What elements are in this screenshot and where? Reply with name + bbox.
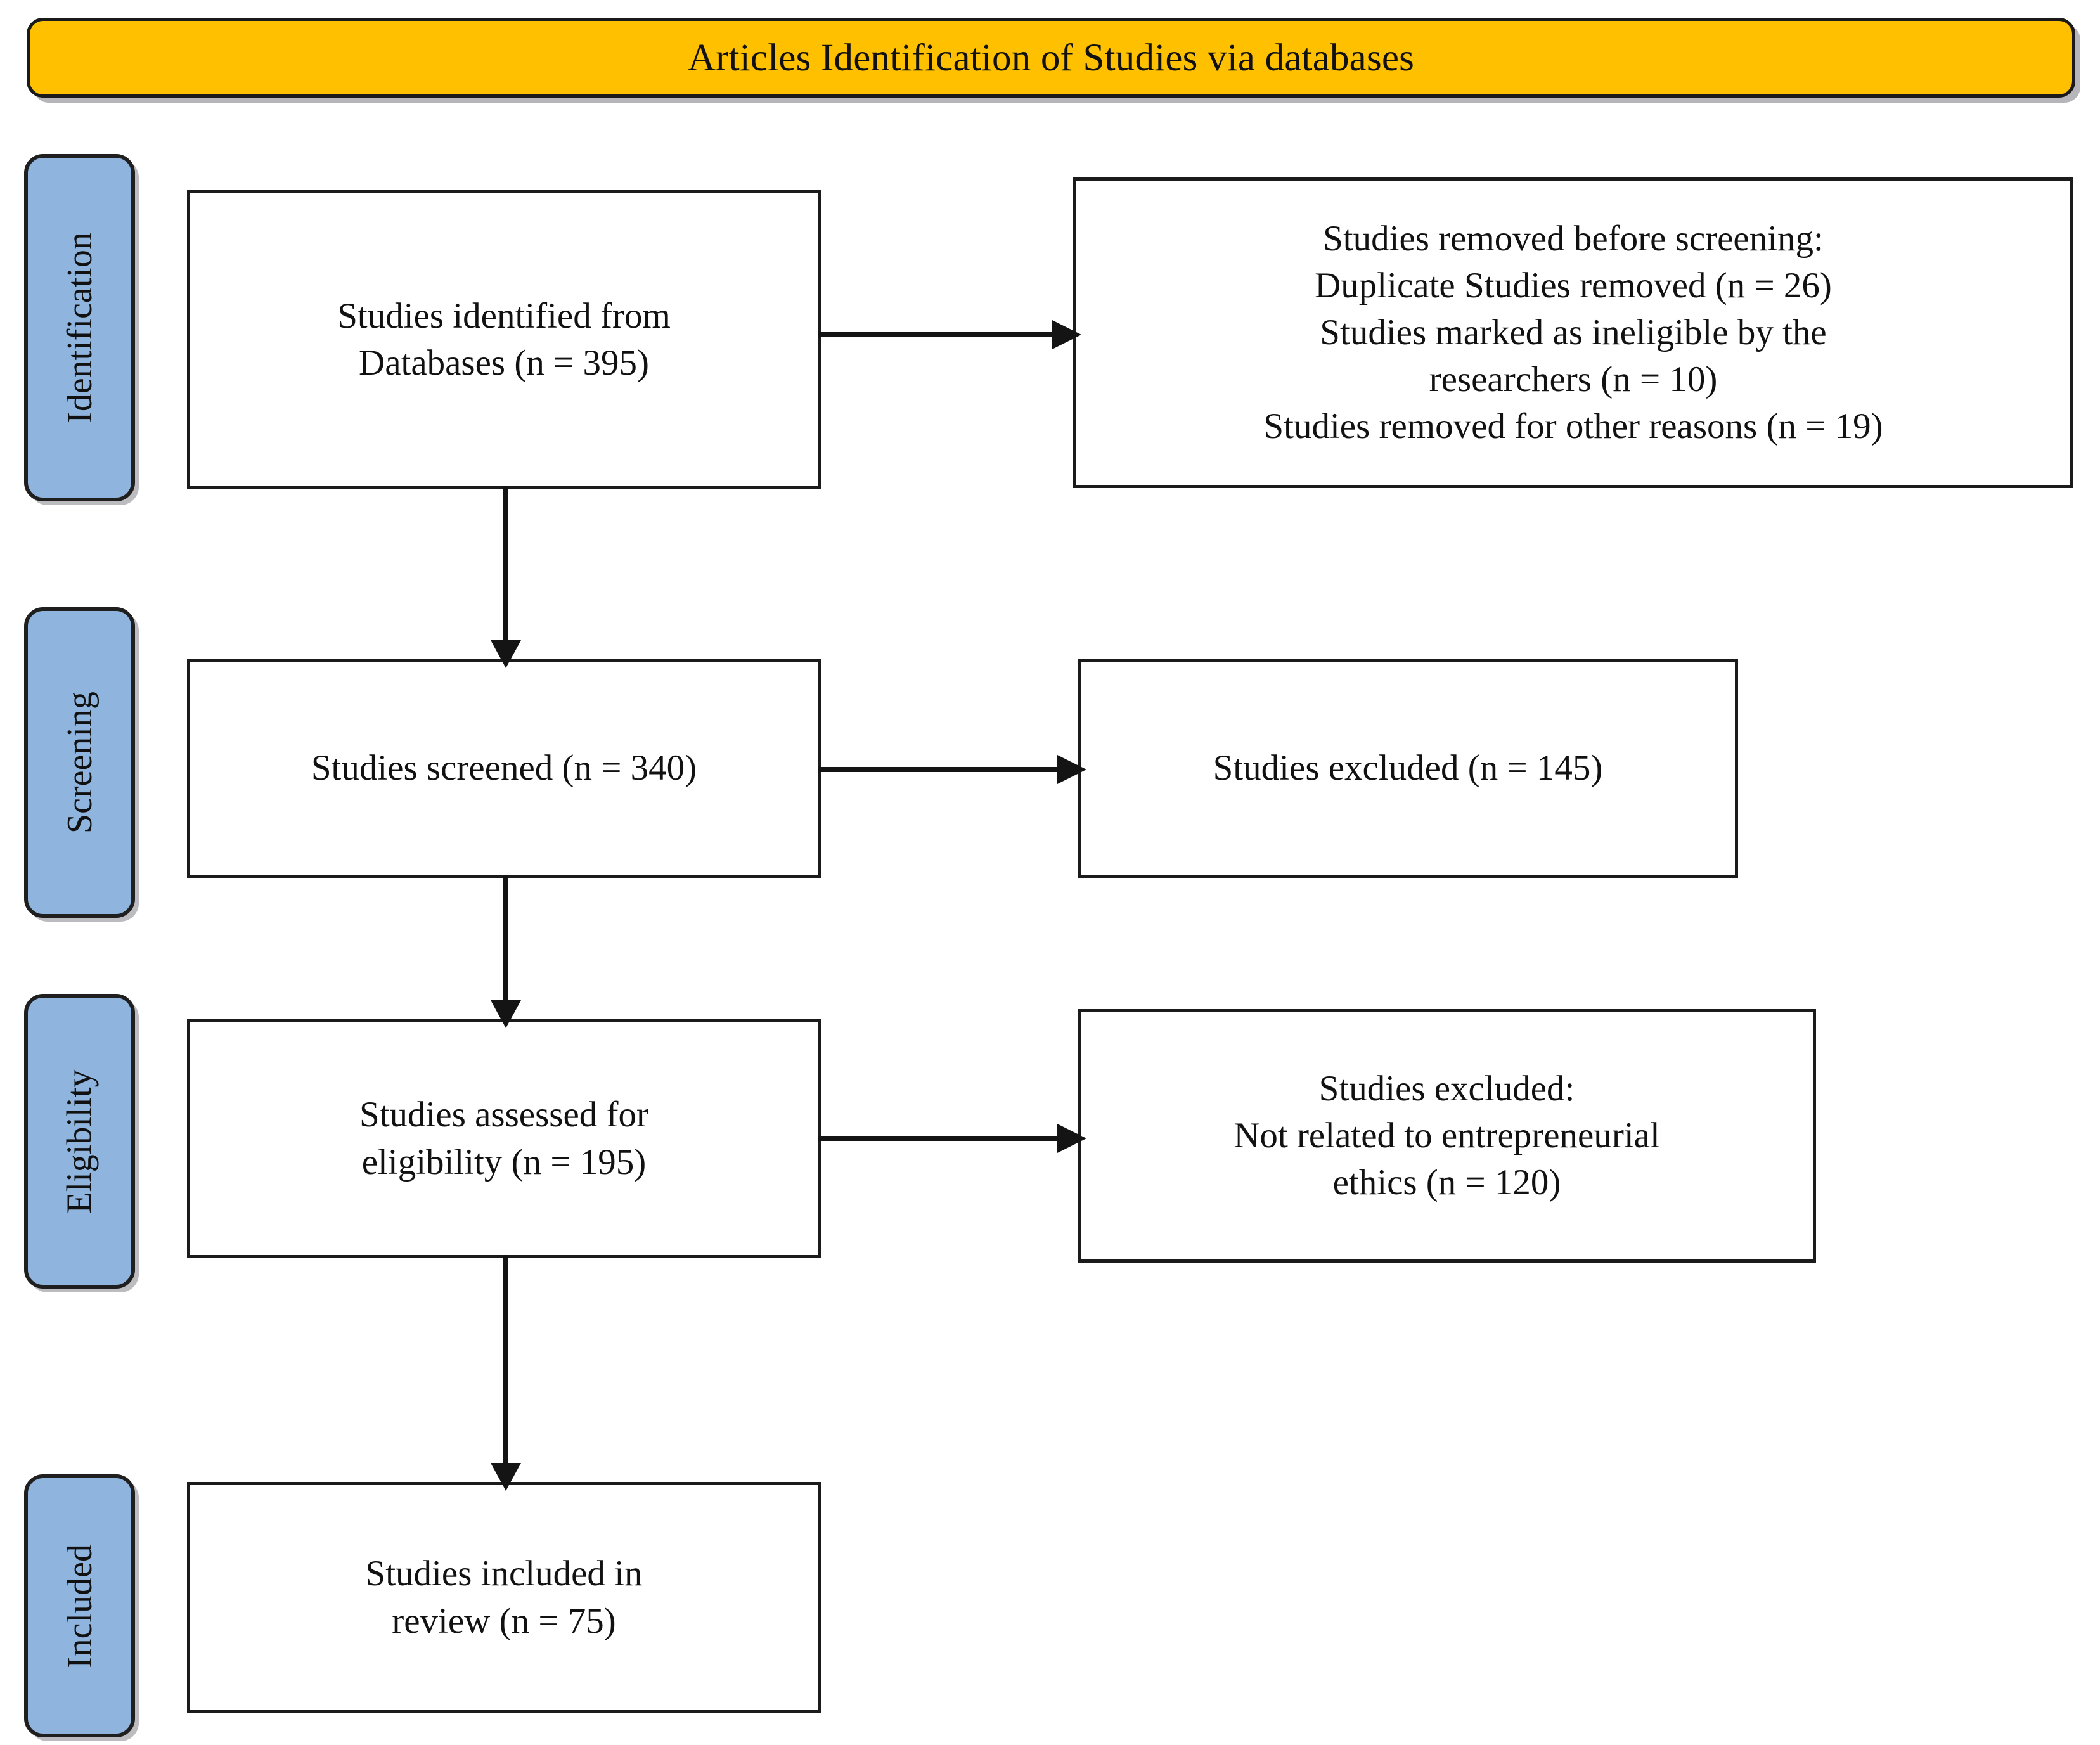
phase-tab-label-included: Included: [60, 1543, 100, 1668]
box-studies-excluded-eligibility-text: Studies excluded: Not related to entrepre…: [1234, 1066, 1660, 1206]
phase-tab-label-eligibility: Eligibility: [60, 1069, 100, 1214]
diagram-header-banner: Articles Identification of Studies via d…: [27, 18, 2075, 98]
box-studies-included-in-review: Studies included in review (n = 75): [187, 1482, 821, 1713]
box-studies-assessed-for-eligibility: Studies assessed for eligibility (n = 195…: [187, 1019, 821, 1258]
arrow-screened-to-assessed: [488, 875, 524, 1028]
phase-tab-label-screening: Screening: [60, 692, 100, 834]
box-text-line: Studies removed before screening:: [1323, 218, 1824, 259]
box-studies-assessed-for-eligibility-text: Studies assessed for eligibility (n = 195…: [359, 1091, 648, 1185]
box-text-line: Studies screened (n = 340): [311, 748, 697, 789]
box-studies-excluded-screening: Studies excluded (n = 145): [1078, 659, 1738, 878]
phase-tab-identification: Identification: [24, 154, 135, 501]
box-studies-screened: Studies screened (n = 340): [187, 659, 821, 878]
box-text-line: ethics (n = 120): [1332, 1162, 1561, 1203]
phase-tab-label-identification: Identification: [60, 232, 100, 423]
box-studies-excluded-screening-text: Studies excluded (n = 145): [1213, 745, 1603, 792]
arrow-assessed-to-excluded: [818, 1121, 1086, 1156]
box-studies-excluded-eligibility: Studies excluded: Not related to entrepre…: [1078, 1009, 1816, 1263]
box-text-line: review (n = 75): [392, 1600, 616, 1641]
box-text-line: Studies included in: [365, 1554, 643, 1594]
phase-tab-screening: Screening: [24, 607, 135, 918]
box-text-line: Studies assessed for: [359, 1095, 648, 1135]
box-text-line: researchers (n = 10): [1429, 359, 1718, 400]
phase-tab-included: Included: [24, 1474, 135, 1737]
box-studies-included-in-review-text: Studies included in review (n = 75): [366, 1550, 643, 1644]
arrow-identified-to-removed: [818, 317, 1081, 352]
box-text-line: Studies excluded (n = 145): [1213, 748, 1603, 789]
box-text-line: Studies identified from: [337, 295, 671, 336]
box-text-line: Databases (n = 395): [359, 343, 649, 383]
box-text-line: Studies marked as ineligible by the: [1320, 312, 1827, 352]
box-text-line: Studies removed for other reasons (n = 1…: [1263, 406, 1883, 447]
box-text-line: Duplicate Studies removed (n = 26): [1315, 265, 1832, 306]
box-text-line: eligibility (n = 195): [361, 1142, 647, 1182]
box-text-line: Studies excluded:: [1318, 1068, 1575, 1109]
phase-tab-eligibility: Eligibility: [24, 994, 135, 1289]
box-studies-removed-before-screening-text: Studies removed before screening: Duplica…: [1263, 216, 1883, 450]
arrow-identified-to-screened: [488, 486, 524, 668]
box-text-line: Not related to entrepreneurial: [1234, 1115, 1660, 1156]
diagram-title: Articles Identification of Studies via d…: [687, 36, 1415, 79]
box-studies-removed-before-screening: Studies removed before screening: Duplica…: [1073, 177, 2073, 488]
arrow-assessed-to-included: [488, 1255, 524, 1491]
box-studies-screened-text: Studies screened (n = 340): [311, 745, 697, 792]
arrow-screened-to-excluded: [818, 752, 1086, 787]
